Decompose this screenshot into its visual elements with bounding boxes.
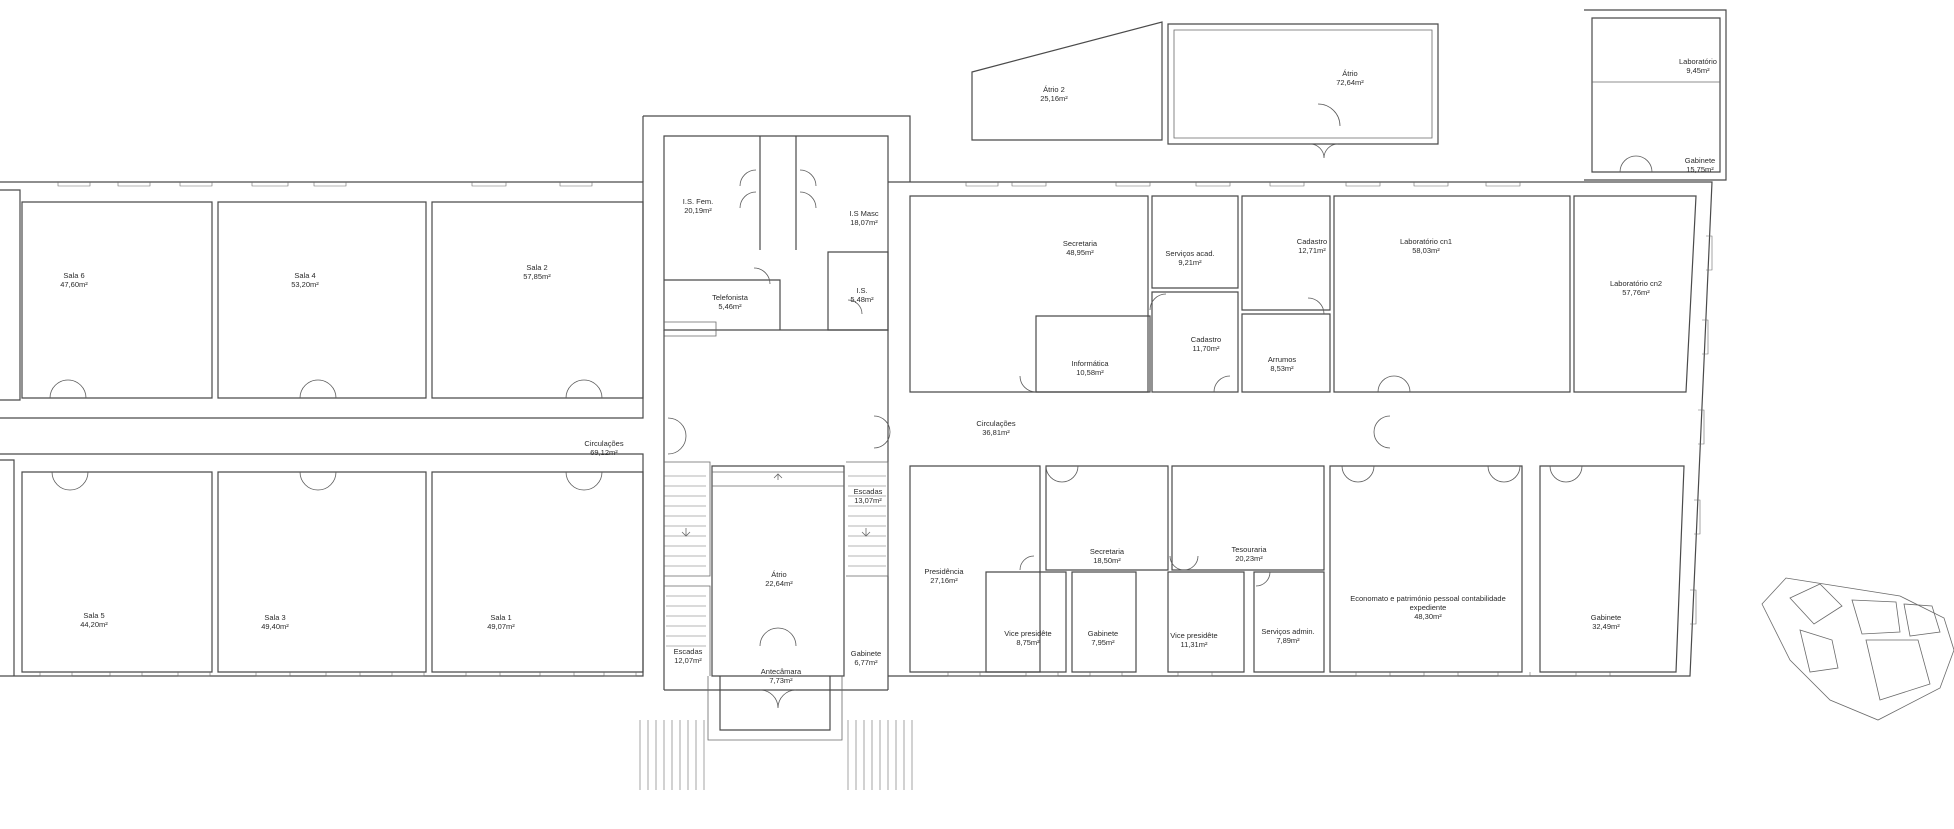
room-name: Átrio	[771, 570, 786, 579]
room-name: Átrio	[1342, 69, 1357, 78]
room-area: 72,64m²	[1336, 78, 1364, 87]
room-area: 48,95m²	[1066, 248, 1094, 257]
room-area: 47,60m²	[60, 280, 88, 289]
room-area: 11,31m²	[1181, 640, 1208, 649]
room-area: 20,23m²	[1235, 554, 1263, 563]
center-doors	[739, 169, 863, 709]
room-name: Sala 4	[294, 271, 315, 280]
room-name: Serviços acad.	[1165, 249, 1214, 258]
room-name: Secretaria	[1090, 547, 1125, 556]
stairs-right	[773, 461, 889, 577]
room-area: 32,49m²	[1592, 622, 1620, 631]
room-area: 27,16m²	[930, 576, 958, 585]
center-block-walls	[642, 115, 911, 741]
stairs-left	[664, 461, 711, 676]
room-area: 18,50m²	[1093, 556, 1121, 565]
room-area: 11,70m²	[1193, 344, 1220, 353]
room-name: Cadastro	[1191, 335, 1221, 344]
room-name: Sala 5	[83, 611, 104, 620]
room-name: I.S.	[856, 286, 867, 295]
room-area: 36,81m²	[982, 428, 1010, 437]
room-name: Tesouraria	[1231, 545, 1267, 554]
room-area: 10,58m²	[1076, 368, 1104, 377]
room-name: Laboratório cn2	[1610, 279, 1662, 288]
room-area: 7,73m²	[769, 676, 793, 685]
room-name: I.S. Fem.	[683, 197, 713, 206]
room-name: Escadas	[674, 647, 703, 656]
room-name: Sala 2	[526, 263, 547, 272]
room-area: 9,45m²	[1686, 66, 1710, 75]
room-area: 5,48m²	[850, 295, 874, 304]
room-area: 22,64m²	[765, 579, 793, 588]
room-area: 7,95m²	[1091, 638, 1115, 647]
room-area: 20,19m²	[684, 206, 712, 215]
room-name: Arrumos	[1268, 355, 1297, 364]
room-name: Laboratório	[1679, 57, 1717, 66]
room-area: 53,20m²	[291, 280, 319, 289]
room-name: Sala 6	[63, 271, 84, 280]
room-area: 5,46m²	[718, 302, 742, 311]
room-area: 6,77m²	[854, 658, 878, 667]
location-key-plan-icon	[1761, 577, 1954, 721]
room-name: Economato e património pessoal contabili…	[1350, 594, 1506, 612]
room-name: Circulações	[584, 439, 623, 448]
room-name: Antecâmara	[761, 667, 802, 676]
room-name: Serviços admin.	[1261, 627, 1314, 636]
right-wing-doors	[873, 103, 1653, 587]
room-area: 49,07m²	[487, 622, 515, 631]
room-labels: Sala 6 47,60m² Sala 4 53,20m² Sala 2 57,…	[60, 57, 1717, 685]
stair-arrow-icon	[773, 473, 783, 480]
room-area: 12,71m²	[1298, 246, 1326, 255]
room-area: 44,20m²	[80, 620, 108, 629]
room-name: Vice presidête	[1004, 629, 1051, 638]
room-area: 8,53m²	[1270, 364, 1294, 373]
room-area: 49,40m²	[261, 622, 289, 631]
room-area: 13,07m²	[854, 496, 882, 505]
room-area: 69,12m²	[590, 448, 618, 457]
right-wing-windows	[947, 182, 1713, 677]
room-area: 18,07m²	[850, 218, 878, 227]
room-name: Sala 3	[264, 613, 285, 622]
room-name: Escadas	[854, 487, 883, 496]
room-name: Gabinete	[851, 649, 881, 658]
room-area: 58,03m²	[1412, 246, 1440, 255]
room-area: 15,75m²	[1686, 165, 1714, 174]
room-name: Gabinete	[1685, 156, 1715, 165]
room-area: 57,76m²	[1622, 288, 1650, 297]
room-name: Secretaria	[1063, 239, 1098, 248]
room-area: 8,75m²	[1016, 638, 1040, 647]
room-area: 25,16m²	[1040, 94, 1068, 103]
left-wing-doors	[49, 379, 687, 491]
left-wing-walls	[0, 181, 644, 677]
entrance-steps	[639, 720, 913, 790]
room-name: Presidência	[924, 567, 964, 576]
room-name: Vice presidête	[1170, 631, 1217, 640]
room-name: Laboratório cn1	[1400, 237, 1452, 246]
stair-arrow-icon	[861, 528, 871, 537]
room-name: Gabinete	[1088, 629, 1118, 638]
room-area: 57,85m²	[523, 272, 551, 281]
stair-arrow-icon	[681, 528, 691, 537]
room-area: 48,30m²	[1414, 612, 1442, 621]
room-area: 9,21m²	[1178, 258, 1202, 267]
room-name: Telefonista	[712, 293, 749, 302]
room-area: 12,07m²	[674, 656, 702, 665]
room-name: Gabinete	[1591, 613, 1621, 622]
room-name: Circulações	[976, 419, 1015, 428]
room-name: Cadastro	[1297, 237, 1327, 246]
room-name: Informática	[1071, 359, 1109, 368]
room-name: I.S Masc	[849, 209, 878, 218]
room-area: 7,89m²	[1276, 636, 1300, 645]
room-name: Sala 1	[490, 613, 511, 622]
right-wing-walls	[888, 9, 1727, 677]
left-wing-windows	[39, 182, 637, 677]
room-name: Átrio 2	[1043, 85, 1065, 94]
